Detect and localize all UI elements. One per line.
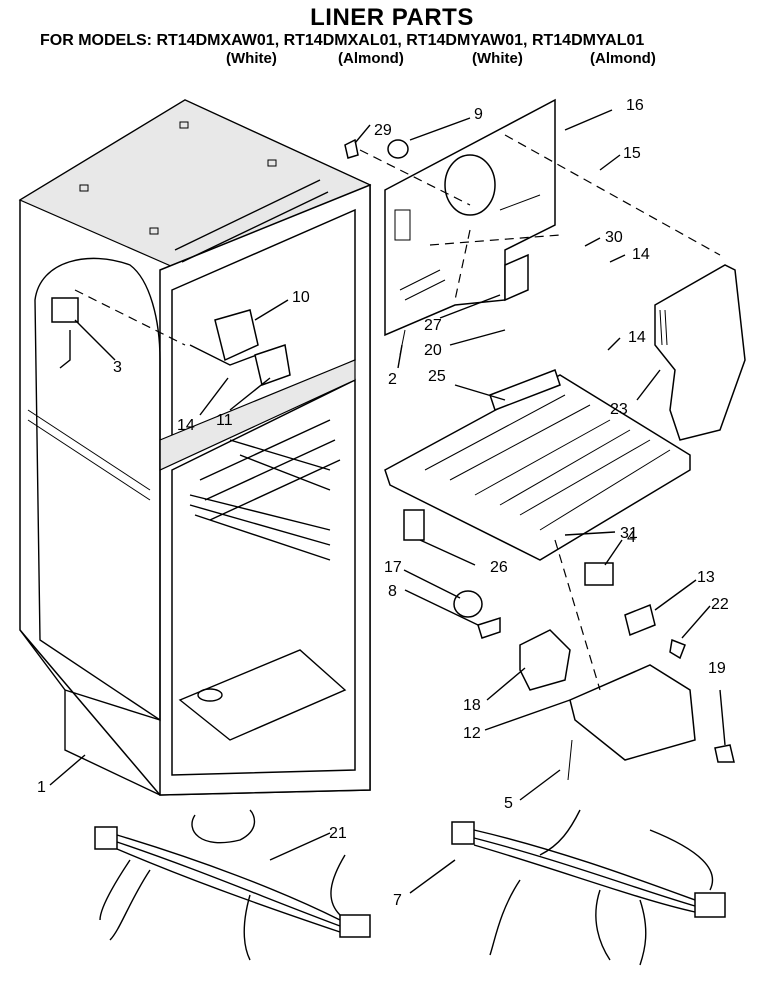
callout-30: 30 — [605, 229, 623, 246]
wire-harness-7 — [451, 809, 726, 966]
callout-3: 3 — [113, 359, 122, 376]
callout-14: 14 — [177, 417, 195, 434]
callout-labels: 29 9 16 15 30 14 10 3 27 20 2 14 25 23 1… — [37, 97, 729, 909]
page-title: LINER PARTS — [310, 4, 474, 31]
callout-19: 19 — [708, 660, 726, 677]
callout-9: 9 — [474, 106, 483, 123]
variant-label: (Almond) — [590, 50, 656, 67]
variant-label: (Almond) — [338, 50, 404, 67]
callout-8: 8 — [388, 583, 397, 600]
callout-27: 27 — [424, 317, 442, 334]
callout-31: 31 — [620, 525, 638, 542]
callout-16: 16 — [626, 97, 644, 114]
callout-4: 4 — [627, 529, 636, 546]
liner-cabinet — [18, 99, 372, 796]
callout-18: 18 — [463, 697, 481, 714]
callout-13: 13 — [697, 569, 715, 586]
callout-22: 22 — [711, 596, 729, 613]
leader-lines — [49, 109, 726, 894]
callout-2: 2 — [388, 371, 397, 388]
callout-15: 15 — [623, 145, 641, 162]
callout-7: 7 — [393, 892, 402, 909]
callout-21: 21 — [329, 825, 347, 842]
callout-17: 17 — [384, 559, 402, 576]
callout-29: 29 — [374, 122, 392, 139]
wire-harness-21 — [94, 809, 371, 961]
callout-23: 23 — [610, 401, 628, 418]
callout-14: 14 — [628, 329, 646, 346]
callout-26: 26 — [490, 559, 508, 576]
callout-14: 14 — [632, 246, 650, 263]
callout-20: 20 — [424, 342, 442, 359]
callout-5: 5 — [504, 795, 513, 812]
duct-cover — [654, 264, 746, 441]
callout-25: 25 — [428, 368, 446, 385]
evaporator-shelf — [384, 369, 691, 561]
variant-label: (White) — [472, 50, 523, 67]
callout-11: 11 — [216, 412, 233, 429]
light-housing — [344, 138, 735, 781]
models-line: FOR MODELS: RT14DMXAW01, RT14DMXAL01, RT… — [40, 32, 645, 49]
callout-12: 12 — [463, 725, 481, 742]
variant-label: (White) — [226, 50, 277, 67]
rear-panel — [384, 98, 556, 337]
callout-10: 10 — [292, 289, 310, 306]
callout-1: 1 — [37, 779, 46, 796]
